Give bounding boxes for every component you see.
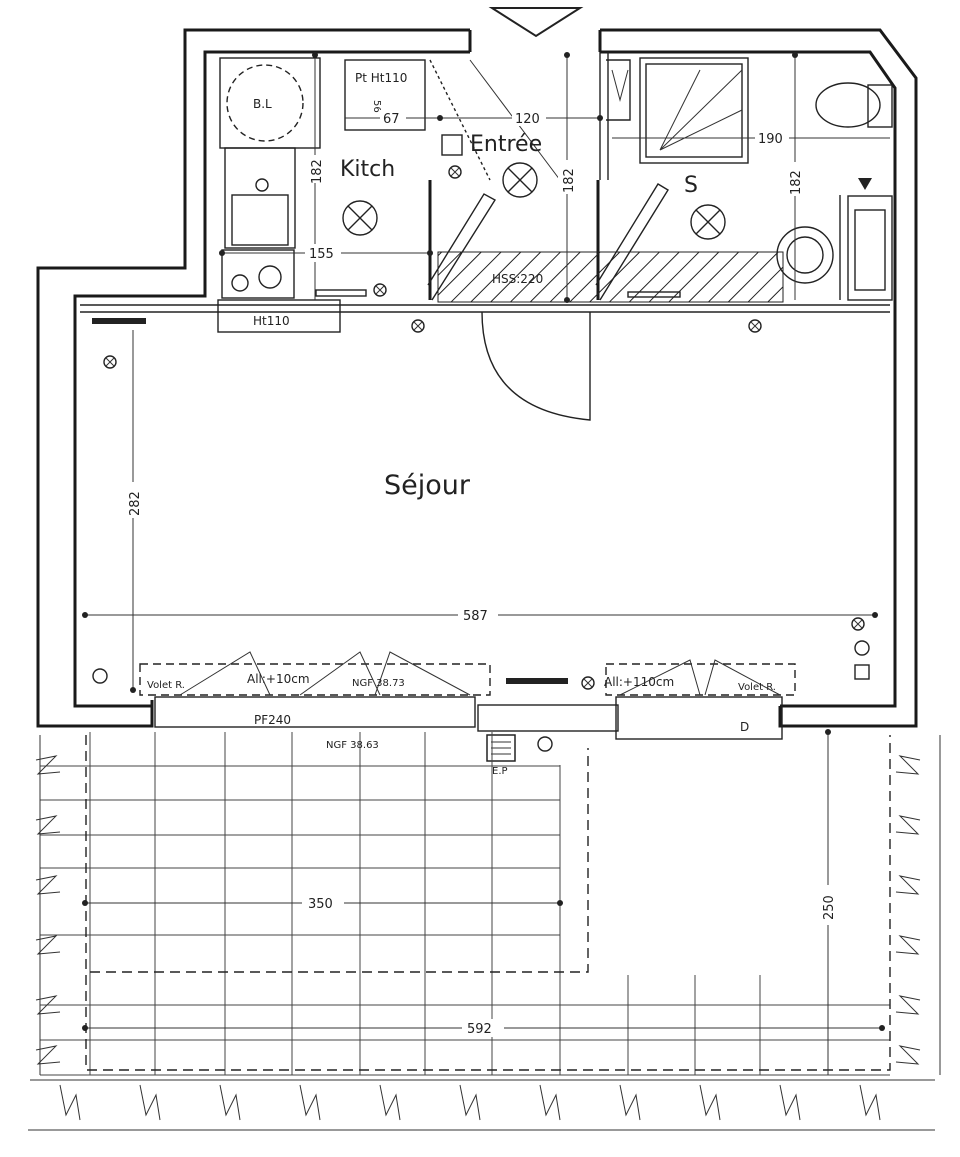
entrance-arrow bbox=[488, 7, 584, 38]
entree-height-dim: 182 bbox=[562, 168, 577, 193]
kitchen-height-dim: 182 bbox=[310, 159, 325, 184]
socket-icon bbox=[854, 640, 870, 656]
water-heater-label: B.L bbox=[253, 97, 272, 111]
room-bathroom-label: S bbox=[684, 173, 698, 198]
light-icon bbox=[502, 162, 538, 198]
bath-width-dim: 190 bbox=[758, 132, 783, 147]
outlet-icon bbox=[748, 319, 762, 333]
kitchen-width-dim: 155 bbox=[309, 247, 334, 262]
outer-walls bbox=[36, 28, 918, 728]
partitions bbox=[80, 52, 890, 313]
phone-icon bbox=[92, 668, 108, 684]
sill-right-label: All:+110cm bbox=[604, 675, 674, 689]
bath-height-dim: 182 bbox=[789, 170, 804, 195]
sejour-height-dim: 282 bbox=[128, 491, 143, 516]
room-entree-label: Entrée bbox=[470, 132, 542, 157]
terrace-width-dim: 592 bbox=[467, 1022, 492, 1037]
shutter-right-label: Volet R. bbox=[738, 682, 776, 693]
bathroom-fixtures bbox=[606, 57, 893, 301]
radiator bbox=[92, 318, 146, 324]
pt-width-dim: 67 bbox=[383, 112, 400, 127]
terrace-planters bbox=[28, 735, 941, 1131]
terrace-inner-dashed bbox=[90, 748, 589, 973]
outlet-icon bbox=[448, 165, 462, 179]
outlet-icon bbox=[581, 676, 595, 690]
ngf-terrace-label: NGF 38.63 bbox=[326, 740, 379, 751]
terrace-inner-width-dim: 350 bbox=[308, 897, 333, 912]
bay-window-label: PF240 bbox=[254, 713, 291, 727]
pt-height-label: Pt Ht110 bbox=[355, 71, 407, 85]
room-kitchen-label: Kitch bbox=[340, 157, 395, 182]
kitchen-fixtures: B.L Ht110 Pt Ht110 56 bbox=[217, 57, 463, 333]
terrace-grid bbox=[40, 732, 890, 1076]
ngf-inside-label: NGF 38.73 bbox=[352, 678, 405, 689]
hss-beam bbox=[437, 251, 784, 303]
counter-height-label: Ht110 bbox=[253, 314, 290, 328]
terrace-height-dim: 250 bbox=[822, 895, 837, 920]
sejour-width-dim: 587 bbox=[463, 609, 488, 624]
light-icon bbox=[342, 200, 378, 236]
sill-left-label: All:+10cm bbox=[247, 672, 310, 686]
room-sejour-label: Séjour bbox=[384, 470, 471, 501]
radiator bbox=[506, 678, 568, 684]
entree-width-dim: 120 bbox=[515, 112, 540, 127]
door-d-label: D bbox=[740, 720, 749, 734]
dim-56-label: 56 bbox=[371, 100, 382, 113]
outlet-icon bbox=[103, 355, 117, 369]
outlet-icon bbox=[373, 283, 387, 297]
outlet-icon bbox=[851, 617, 865, 631]
ep-label: E.P bbox=[492, 766, 508, 777]
dimension-lines bbox=[82, 52, 890, 1075]
shutter-left-label: Volet R. bbox=[147, 680, 185, 691]
light-icon bbox=[690, 204, 726, 240]
door-leaves bbox=[427, 59, 669, 421]
hss-label: HSS:220 bbox=[492, 272, 543, 286]
outlet-icon bbox=[411, 319, 425, 333]
bottom-openings bbox=[139, 651, 796, 740]
light-points bbox=[92, 162, 870, 752]
